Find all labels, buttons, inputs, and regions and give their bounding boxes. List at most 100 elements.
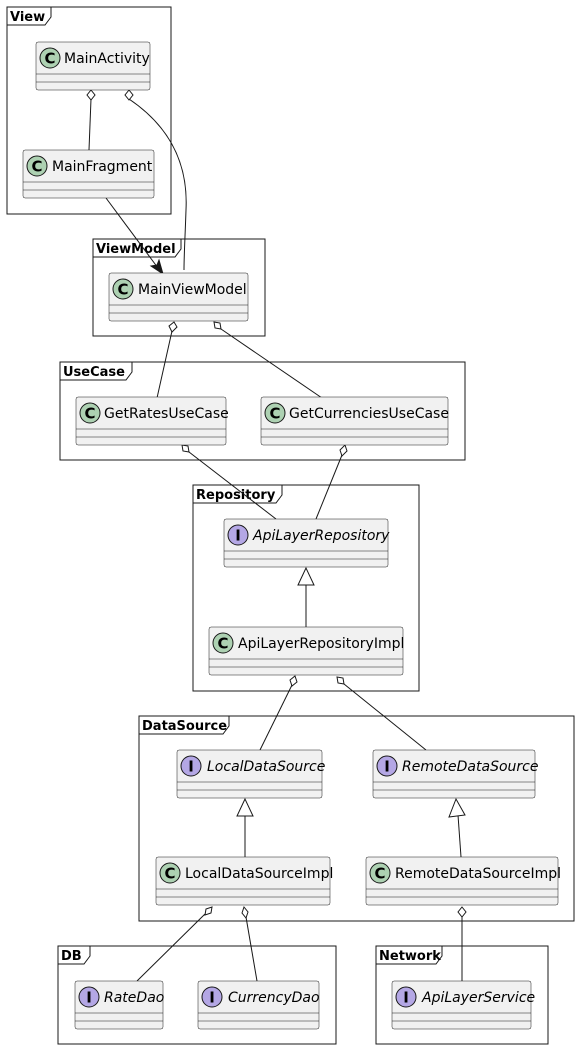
edge-mainactivity-mainfragment xyxy=(86,89,96,151)
class-get-currencies-use-case[interactable]: C GetCurrenciesUseCase xyxy=(260,396,449,446)
package-label-usecase: UseCase xyxy=(63,365,125,380)
class-badge-icon xyxy=(26,155,48,177)
package-viewmodel: ViewModel xyxy=(92,238,266,337)
interface-api-layer-repository[interactable]: I ApiLayerRepository xyxy=(223,518,390,568)
class-name: MainActivity xyxy=(64,51,150,67)
class-badge-letter: C xyxy=(269,405,280,423)
edge-remotedatasourceimpl-remotedatasource xyxy=(448,797,466,858)
class-badge-icon xyxy=(112,278,134,300)
edge-mainviewmodel-getcurrenciesusecase xyxy=(213,321,323,399)
edge-remotedatasourceimpl-apilayerservice xyxy=(457,906,467,981)
aggregation-diamond xyxy=(124,89,134,101)
interface-badge-icon xyxy=(395,986,417,1008)
edge-localdatasourceimpl-ratedao xyxy=(136,906,213,982)
aggregation-diamond xyxy=(457,906,467,918)
class-badge-letter: C xyxy=(31,158,42,176)
aggregation-diamond xyxy=(336,676,345,685)
class-name: RemoteDataSourceImpl xyxy=(395,866,561,882)
class-badge-letter: C xyxy=(164,865,175,883)
edge-mainviewmodel-getratesusecase xyxy=(156,321,178,399)
class-remote-data-source-impl[interactable]: C RemoteDataSourceImpl xyxy=(365,856,561,906)
class-badge-icon xyxy=(159,862,181,884)
class-name: MainFragment xyxy=(52,159,153,175)
edge-localdatasourceimpl-localdatasource xyxy=(236,797,254,857)
package-label-network: Network xyxy=(379,949,441,964)
package-repository: Repository xyxy=(192,484,420,692)
edge-getratesusecase-apilayerrepository xyxy=(181,444,277,520)
aggregation-diamond xyxy=(168,321,178,333)
interface-name: RemoteDataSource xyxy=(402,759,538,775)
edge-apilayerrepositoryimpl-apilayerrepository xyxy=(297,566,315,627)
edge-mainfragment-mainviewmodel xyxy=(105,197,164,276)
package-label-view: View xyxy=(10,10,45,25)
association-arrowhead xyxy=(149,258,164,276)
package-label-viewmodel: ViewModel xyxy=(96,242,176,257)
interface-name: ApiLayerService xyxy=(421,990,535,1006)
relations xyxy=(86,89,467,982)
class-name: GetCurrenciesUseCase xyxy=(289,406,449,422)
class-main-fragment[interactable]: C MainFragment xyxy=(22,149,155,199)
package-label-repository: Repository xyxy=(196,488,276,503)
interface-currency-dao[interactable]: I CurrencyDao xyxy=(197,980,320,1030)
interface-name: CurrencyDao xyxy=(228,990,320,1006)
aggregation-diamond xyxy=(204,906,213,916)
realization-triangle xyxy=(236,797,254,817)
edge-apilayerrepositoryimpl-localdatasource xyxy=(259,675,298,751)
package-usecase: UseCase xyxy=(59,361,466,461)
realization-triangle xyxy=(448,797,466,818)
class-badge-icon xyxy=(79,402,101,424)
interface-badge-icon xyxy=(227,524,249,546)
aggregation-diamond xyxy=(289,675,298,687)
class-name: MainViewModel xyxy=(138,282,247,298)
interface-badge-letter: I xyxy=(235,527,241,545)
interface-name: RateDao xyxy=(104,990,164,1006)
interface-name: ApiLayerRepository xyxy=(252,528,390,544)
aggregation-diamond xyxy=(213,321,222,330)
interface-api-layer-service[interactable]: I ApiLayerService xyxy=(391,980,535,1030)
class-badge-icon xyxy=(212,632,234,654)
class-badge-letter: C xyxy=(374,865,385,883)
package-view: View xyxy=(6,6,172,215)
class-api-layer-repository-impl[interactable]: C ApiLayerRepositoryImpl xyxy=(208,626,404,676)
interface-badge-icon xyxy=(78,986,100,1008)
class-badge-letter: C xyxy=(217,635,228,653)
class-name: LocalDataSourceImpl xyxy=(185,866,333,882)
class-name: ApiLayerRepositoryImpl xyxy=(238,636,404,652)
interface-badge-icon xyxy=(201,986,223,1008)
interface-rate-dao[interactable]: I RateDao xyxy=(74,980,164,1030)
aggregation-diamond xyxy=(86,89,96,101)
edge-getcurrenciesusecase-apilayerrepository xyxy=(315,444,348,520)
class-badge-letter: C xyxy=(117,281,128,299)
interface-name: LocalDataSource xyxy=(207,759,325,775)
interface-badge-icon xyxy=(180,755,202,777)
interface-badge-letter: I xyxy=(188,758,194,776)
aggregation-diamond xyxy=(241,905,249,920)
interface-badge-letter: I xyxy=(403,989,409,1007)
package-label-datasource: DataSource xyxy=(142,719,227,734)
interface-local-data-source[interactable]: I LocalDataSource xyxy=(176,749,325,799)
interface-badge-letter: I xyxy=(209,989,215,1007)
edge-apilayerrepositoryimpl-remotedatasource xyxy=(336,676,427,751)
class-main-activity[interactable]: C MainActivity xyxy=(35,41,151,91)
class-local-data-source-impl[interactable]: C LocalDataSourceImpl xyxy=(155,856,333,906)
package-db: DB xyxy=(57,945,337,1045)
class-main-view-model[interactable]: C MainViewModel xyxy=(108,272,249,322)
realization-triangle xyxy=(297,566,315,586)
interface-badge-letter: I xyxy=(86,989,92,1007)
class-get-rates-use-case[interactable]: C GetRatesUseCase xyxy=(75,396,229,446)
package-datasource: DataSource xyxy=(138,715,575,922)
class-badge-letter: C xyxy=(84,405,95,423)
interface-badge-letter: I xyxy=(384,758,390,776)
class-badge-icon xyxy=(264,402,286,424)
class-name: GetRatesUseCase xyxy=(104,406,229,422)
class-badge-letter: C xyxy=(44,50,55,68)
edge-localdatasourceimpl-currencydao xyxy=(241,905,258,982)
aggregation-diamond xyxy=(339,444,348,457)
class-badge-icon xyxy=(39,47,61,69)
package-network: Network xyxy=(375,945,549,1045)
aggregation-diamond xyxy=(181,444,190,453)
interface-badge-icon xyxy=(376,755,398,777)
interface-remote-data-source[interactable]: I RemoteDataSource xyxy=(372,749,538,799)
package-label-db: DB xyxy=(61,949,82,964)
